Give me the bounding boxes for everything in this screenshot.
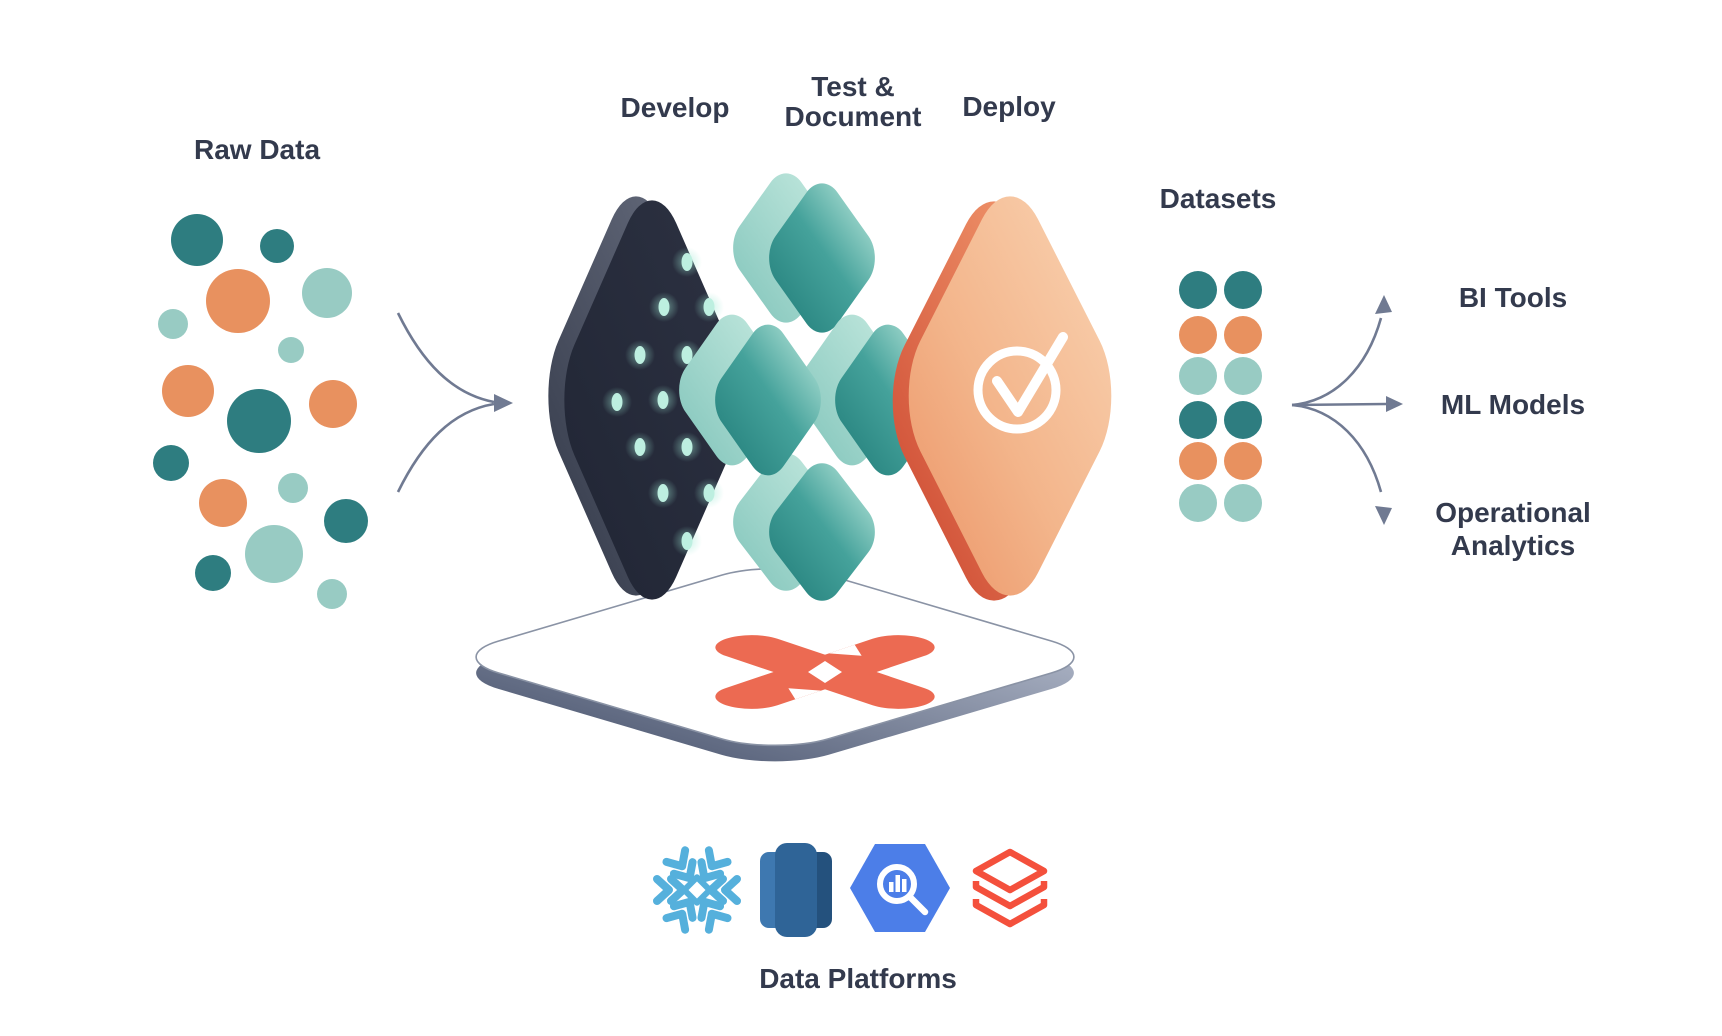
raw-data-dot [302, 268, 352, 318]
raw-data-dot [206, 269, 270, 333]
deploy-label: Deploy [962, 91, 1056, 122]
raw-data-dot [195, 555, 231, 591]
dataset-dot [1179, 484, 1217, 522]
develop-dot [681, 253, 693, 271]
raw-data-dot [227, 389, 291, 453]
dataset-dot [1224, 316, 1262, 354]
arrow-to-bi-tools [1291, 317, 1383, 407]
bigquery-icon [850, 844, 950, 932]
develop-dot [658, 298, 670, 316]
dataset-dot [1179, 401, 1217, 439]
ml-models-label: ML Models [1441, 389, 1585, 420]
develop-dot [681, 346, 693, 364]
databricks-icon [972, 848, 1048, 928]
develop-dot [703, 484, 715, 502]
dataset-dot [1224, 401, 1262, 439]
dataset-dot [1224, 271, 1262, 309]
develop-dot [657, 484, 669, 502]
flow-arrow-left [396, 312, 513, 493]
raw-data-dot [278, 337, 304, 363]
arrowhead-right-icon [1386, 396, 1403, 412]
dataset-grid [1179, 271, 1262, 522]
dataset-dot [1224, 484, 1262, 522]
test-document-label-2: Document [785, 101, 922, 132]
dataset-dot [1179, 357, 1217, 395]
arrow-to-ml-models [1291, 402, 1387, 407]
dataset-dot [1179, 271, 1217, 309]
arrow-to-operational [1291, 403, 1383, 493]
dataset-dot [1224, 442, 1262, 480]
dbt-logo-center-hole [808, 661, 842, 683]
data-platforms-label: Data Platforms [759, 963, 957, 994]
bi-tools-label: BI Tools [1459, 282, 1567, 313]
arrowhead-right-icon [494, 394, 513, 412]
develop-dot [681, 532, 693, 550]
raw-data-dot [199, 479, 247, 527]
deploy-diamond [892, 196, 1112, 601]
develop-dot [681, 438, 693, 456]
develop-dot [657, 391, 669, 409]
develop-label: Develop [621, 92, 730, 123]
dataset-dot [1224, 357, 1262, 395]
raw-data-dot [324, 499, 368, 543]
arrowhead-down-icon [1375, 506, 1392, 525]
dbt-logo-icon [715, 635, 935, 709]
check-icon [973, 332, 1068, 434]
raw-data-label: Raw Data [194, 134, 320, 165]
raw-data-dot [158, 309, 188, 339]
raw-data-dot [171, 214, 223, 266]
cube-bottom [733, 453, 875, 601]
arrowhead-up-icon [1375, 295, 1392, 314]
dataset-dot [1179, 442, 1217, 480]
develop-diamond [548, 196, 740, 600]
raw-data-dot [162, 365, 214, 417]
raw-data-dot [245, 525, 303, 583]
operational-label-2: Analytics [1451, 530, 1576, 561]
cube-middle-left [679, 314, 821, 476]
datasets-label: Datasets [1160, 183, 1277, 214]
platform [445, 559, 1106, 762]
raw-data-cluster [153, 214, 368, 609]
snowflake-icon [657, 850, 737, 930]
redshift-icon [760, 843, 832, 937]
raw-data-dot [317, 579, 347, 609]
develop-dot [611, 393, 623, 411]
develop-dot [634, 438, 646, 456]
develop-dot [634, 346, 646, 364]
cube-top [733, 173, 875, 333]
raw-data-dot [260, 229, 294, 263]
raw-data-dot [309, 380, 357, 428]
raw-data-dot [278, 473, 308, 503]
raw-data-dot [153, 445, 189, 481]
develop-dot-grid [602, 247, 724, 556]
dataset-dot [1179, 316, 1217, 354]
develop-dot [703, 298, 715, 316]
test-document-label-1: Test & [811, 71, 895, 102]
fan-arrows [1291, 295, 1403, 525]
operational-label-1: Operational [1435, 497, 1591, 528]
